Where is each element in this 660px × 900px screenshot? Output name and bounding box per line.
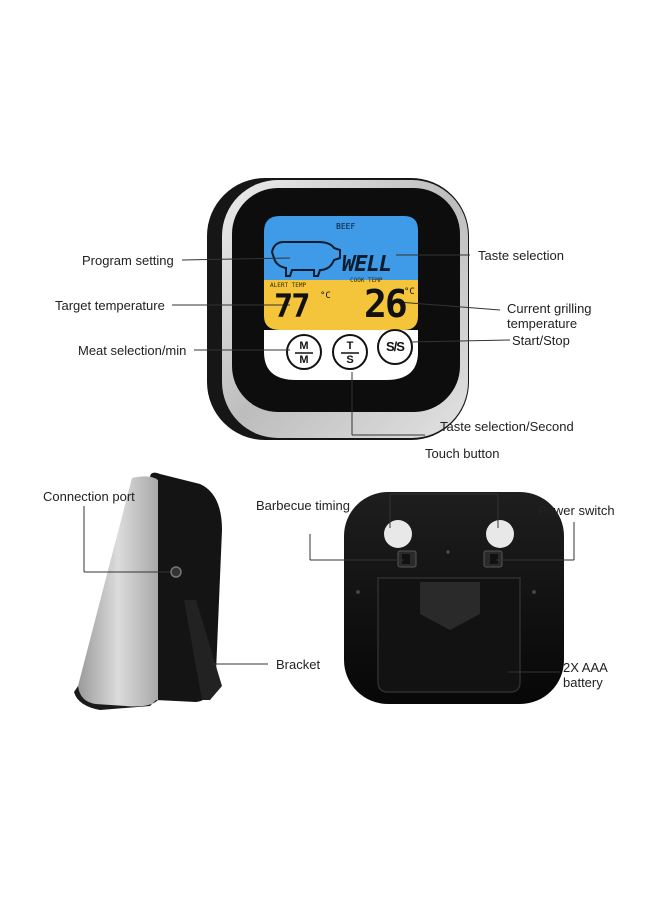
label-barbecue-timing: Barbecue timing xyxy=(256,498,350,513)
battery-cover xyxy=(377,577,521,693)
lcd-cook-value: 26 xyxy=(364,282,408,326)
cow-icon xyxy=(270,241,341,277)
magnet-right xyxy=(486,520,514,548)
side-callouts xyxy=(83,506,268,665)
meat-button-bottom: M xyxy=(299,354,309,366)
label-current-grilling: Current grilling temperature xyxy=(507,301,592,331)
label-battery: 2X AAA battery xyxy=(563,660,608,690)
taste-button-ring xyxy=(332,334,368,370)
meat-button-ring xyxy=(286,334,322,370)
lcd-cook-unit: °C xyxy=(404,287,415,297)
label-power-switch: Power switch xyxy=(538,503,615,518)
lcd-blue-area xyxy=(264,216,418,280)
lcd-alert-unit: °C xyxy=(320,291,331,301)
battery-cover-tab xyxy=(420,582,480,630)
front-callouts xyxy=(172,254,511,436)
side-frame xyxy=(78,476,158,707)
back-device xyxy=(344,492,564,704)
start-stop-button-ring xyxy=(377,329,413,365)
taste-button-top: T xyxy=(346,340,354,352)
label-taste-selection: Taste selection xyxy=(478,248,564,263)
label-bracket: Bracket xyxy=(276,657,321,672)
label-meat-selection: Meat selection/min xyxy=(78,343,187,358)
side-device xyxy=(74,472,222,710)
lcd-taste-text: WELL xyxy=(342,252,392,277)
connection-port-socket xyxy=(170,566,182,578)
start-stop-button[interactable]: S/S xyxy=(386,339,405,354)
lcd-screen xyxy=(264,216,418,330)
label-program-setting: Program setting xyxy=(82,253,174,268)
label-touch-button: Touch button xyxy=(425,446,500,461)
taste-button[interactable]: T S xyxy=(333,335,367,369)
meat-button[interactable]: M M xyxy=(287,335,321,369)
lcd-alert-value: 77 xyxy=(274,287,311,325)
label-connection-port: Connection port xyxy=(43,489,135,504)
lcd-cook-label: COOK TEMP xyxy=(350,277,383,284)
taste-button-bottom: S xyxy=(346,354,354,366)
meat-button-top: M xyxy=(299,340,309,352)
magnet-left xyxy=(384,520,412,548)
side-bracket xyxy=(184,600,222,700)
front-device xyxy=(207,178,469,440)
back-callouts xyxy=(309,493,575,673)
label-start-stop: Start/Stop xyxy=(512,333,570,348)
label-target-temperature: Target temperature xyxy=(55,298,165,313)
lcd-yellow-area xyxy=(264,280,418,330)
lcd-alert-label: ALERT TEMP xyxy=(270,282,307,289)
label-taste-selection-second: Taste selection/Second xyxy=(440,419,574,434)
lcd-meat-text: BEEF xyxy=(336,222,356,231)
